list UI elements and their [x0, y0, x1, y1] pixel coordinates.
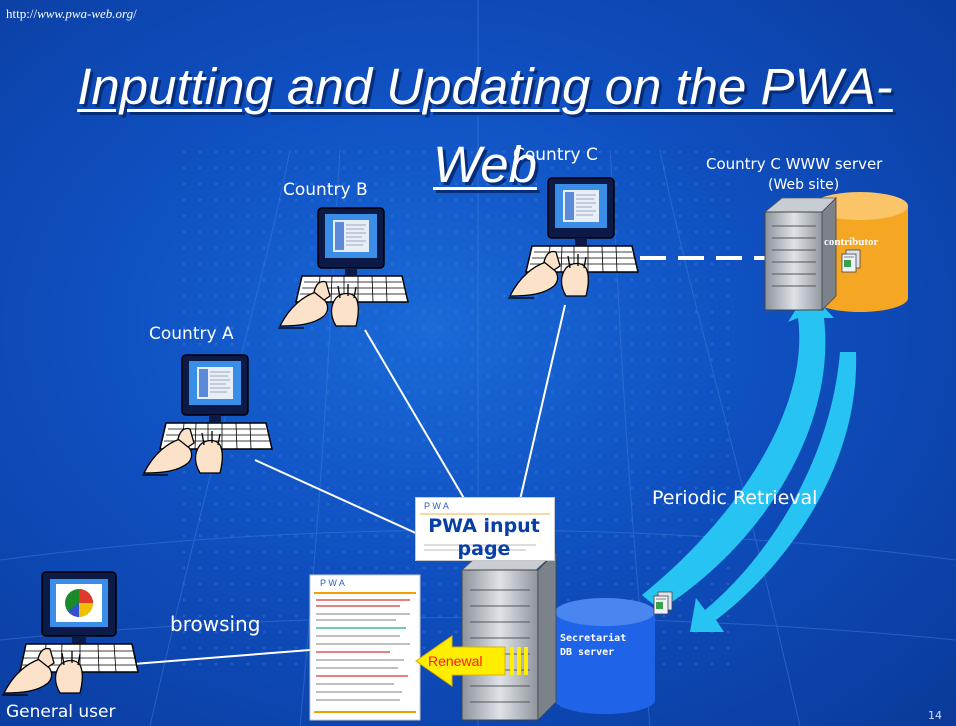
web-page-document: P W A [309, 574, 421, 721]
pwa-input-page-card: P W A [415, 497, 555, 561]
connection-lines [119, 304, 566, 666]
renewal-label: Renewal [428, 653, 483, 669]
country-a-computer-icon [159, 354, 273, 450]
renewal-arrow [415, 635, 528, 687]
country-c-label: Country C [513, 145, 598, 165]
secretariat-server-icon [460, 551, 558, 721]
page-number: 14 [928, 709, 942, 722]
browsing-label: browsing [170, 612, 261, 636]
pwa-input-page-label: PWA input page [428, 515, 540, 560]
slide-title: Inputting and Updating on the PWA-Web [77, 58, 893, 193]
country-b-computer-icon [295, 207, 409, 303]
secretariat-database-icon [555, 598, 655, 714]
secretariat-db-label: Secretariat DB server [560, 632, 626, 660]
country-a-label: Country A [149, 324, 234, 344]
svg-text:P W A: P W A [320, 578, 345, 588]
pwa-card-decoration: P W A [420, 501, 550, 551]
svg-text:P W A: P W A [424, 501, 449, 511]
url-text: http://www.pwa-web.org/ [6, 6, 137, 21]
db-label-line2: DB server [560, 647, 615, 658]
periodic-retrieval-label: Periodic Retrieval [652, 487, 818, 509]
general-user-label: General user [6, 702, 116, 722]
server-label-line1: Country C WWW server [706, 155, 883, 173]
db-label-line1: Secretariat [560, 633, 627, 644]
pie-chart-icon [65, 589, 93, 617]
country-c-server-icon [763, 197, 837, 311]
country-c-computer-icon [525, 177, 639, 273]
curved-arrow-icon [642, 290, 857, 632]
contributor-label: contributor [824, 236, 879, 248]
server-label-line2: (Web site) [768, 177, 840, 193]
country-b-label: Country B [283, 180, 368, 200]
